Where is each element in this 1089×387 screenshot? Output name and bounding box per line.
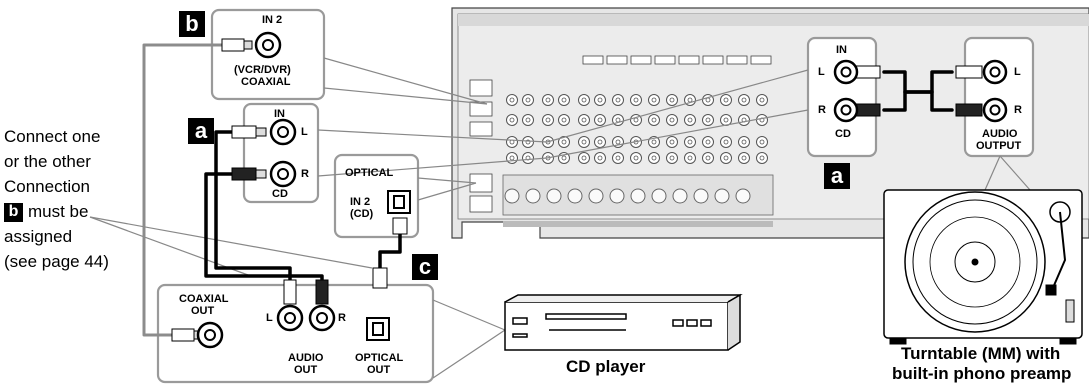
turntable-out-right: R: [1014, 104, 1022, 116]
coaxial-in-title: IN 2: [262, 14, 282, 26]
note-line-4-text: must be: [28, 202, 88, 221]
audio-out-label2: OUT: [294, 364, 317, 376]
connection-a-tag: a: [188, 118, 214, 144]
turntable-in-right: R: [818, 104, 826, 116]
cd-in-bottom: CD: [272, 188, 288, 200]
turntable-device: [884, 190, 1082, 344]
turntable-caption-line2: built-in phono preamp: [892, 364, 1071, 384]
coaxial-out-label2: OUT: [191, 305, 214, 317]
cd-player-device: [505, 295, 740, 350]
audio-out-right: R: [338, 312, 346, 324]
cd-in-left: L: [301, 126, 308, 138]
cd-in-title: IN: [274, 108, 285, 120]
optical-in-sub1: IN 2: [350, 196, 370, 208]
turntable-out-label1: AUDIO: [982, 128, 1017, 140]
coaxial-in-sub2: COAXIAL: [241, 76, 291, 88]
optical-in-title: OPTICAL: [345, 167, 393, 179]
turntable-out-left: L: [1014, 66, 1021, 78]
note-line-1: Connect one: [4, 124, 109, 149]
turntable-in-title: IN: [836, 44, 847, 56]
optical-out-label1: OPTICAL: [355, 352, 403, 364]
turntable-in-left: L: [818, 66, 825, 78]
connection-b-tag: b: [179, 11, 205, 37]
turntable-out-label2: OUTPUT: [976, 140, 1021, 152]
note-line-5: assigned: [4, 224, 109, 249]
cd-in-right: R: [301, 168, 309, 180]
note-line-3: Connection: [4, 174, 109, 199]
coaxial-in-sub1: (VCR/DVR): [234, 64, 291, 76]
cd-player-caption: CD player: [566, 357, 645, 377]
optical-in-sub2: (CD): [350, 208, 373, 220]
coaxial-out-label1: COAXIAL: [179, 293, 229, 305]
turntable-connection-a-tag: a: [824, 163, 850, 189]
optical-out-label2: OUT: [367, 364, 390, 376]
turntable-caption-line1: Turntable (MM) with: [901, 344, 1060, 364]
note-b-tag: b: [4, 203, 23, 222]
audio-out-left: L: [266, 312, 273, 324]
turntable-in-bottom: CD: [835, 128, 851, 140]
connection-c-tag: c: [412, 254, 438, 280]
note-line-4: b must be: [4, 199, 109, 224]
audio-out-label1: AUDIO: [288, 352, 323, 364]
note-line-2: or the other: [4, 149, 109, 174]
note-line-6: (see page 44): [4, 249, 109, 274]
